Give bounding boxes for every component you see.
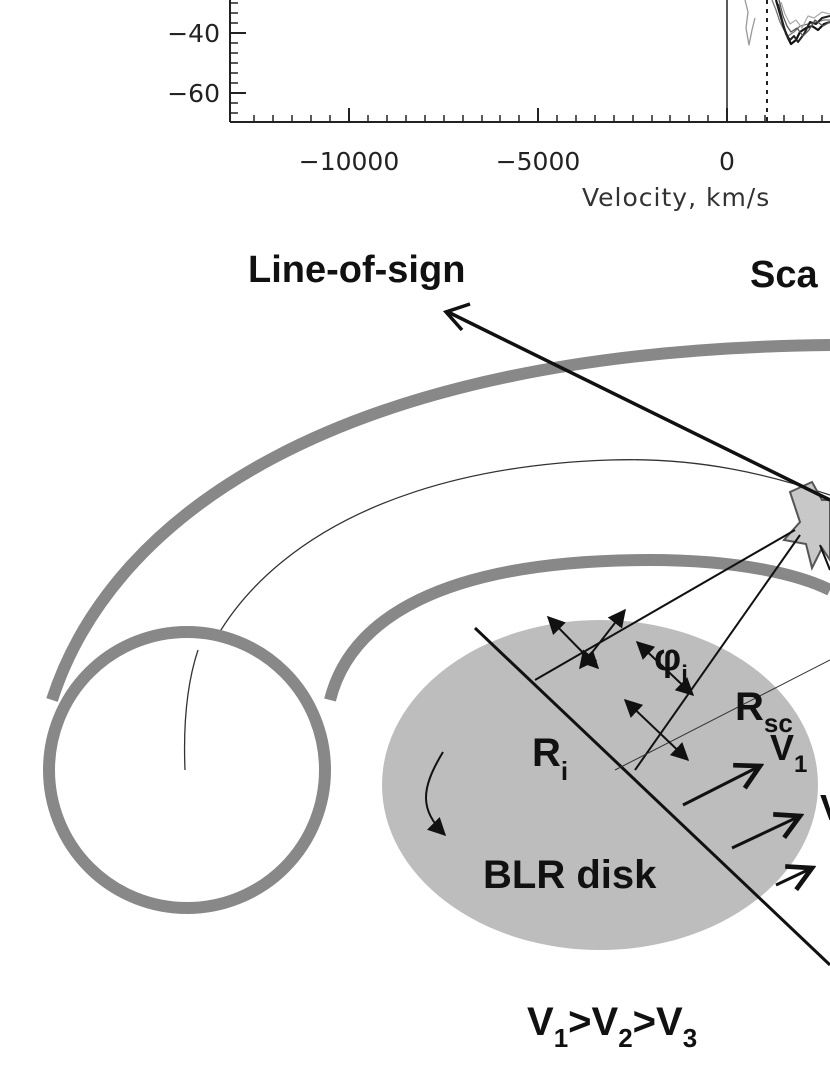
velocity-arrow-v2 — [731, 816, 800, 850]
line-of-sight-arrow — [447, 310, 830, 502]
velocity-chart: −40 −60 −10000 −5000 0 Velocity, km/s — [167, 0, 830, 212]
v1-label: V1 — [770, 727, 807, 778]
blr-disk — [382, 620, 818, 950]
star-right-line — [819, 544, 830, 571]
rotation-arrow — [425, 751, 447, 837]
x-tick-label: −10000 — [299, 147, 399, 176]
scattering-region-label: Sca — [750, 254, 818, 296]
x-tick-label: 0 — [719, 147, 735, 176]
torus-outer-arc — [46, 339, 830, 702]
velocity-arrow-v3 — [775, 868, 812, 885]
r-i-label: Ri — [532, 731, 568, 786]
y-tick-label: −60 — [167, 79, 220, 108]
cross-section-midline — [183, 649, 199, 771]
double-arrow — [579, 608, 626, 670]
v2-label: V — [820, 787, 830, 828]
double-arrow — [623, 698, 690, 762]
blr-diagram: Line-of-sign Sca φi Rsc Ri V1 V BLR disk… — [43, 249, 830, 1053]
y-minor-ticks — [230, 2, 238, 114]
blr-disk-label: BLR disk — [483, 853, 657, 897]
phi-label: φi — [654, 637, 688, 688]
spectral-curves — [744, 0, 830, 46]
x-axis-title: Velocity, km/s — [582, 183, 770, 212]
torus-cross-section — [43, 626, 331, 914]
y-tick-label: −40 — [167, 19, 220, 48]
velocity-arrow-v1 — [682, 766, 760, 807]
r-sc-label: Rsc — [735, 685, 793, 738]
double-arrow — [635, 640, 695, 697]
line-of-sight-arrowhead-icon — [442, 302, 471, 332]
x-tick-label: −5000 — [496, 147, 581, 176]
x-minor-ticks — [253, 115, 823, 122]
torus-inner-arc — [324, 553, 830, 702]
disk-axis-line — [473, 626, 830, 967]
velocity-relation: V1>V2>V3 — [527, 1000, 697, 1053]
line-of-sight-label: Line-of-sign — [248, 249, 465, 291]
